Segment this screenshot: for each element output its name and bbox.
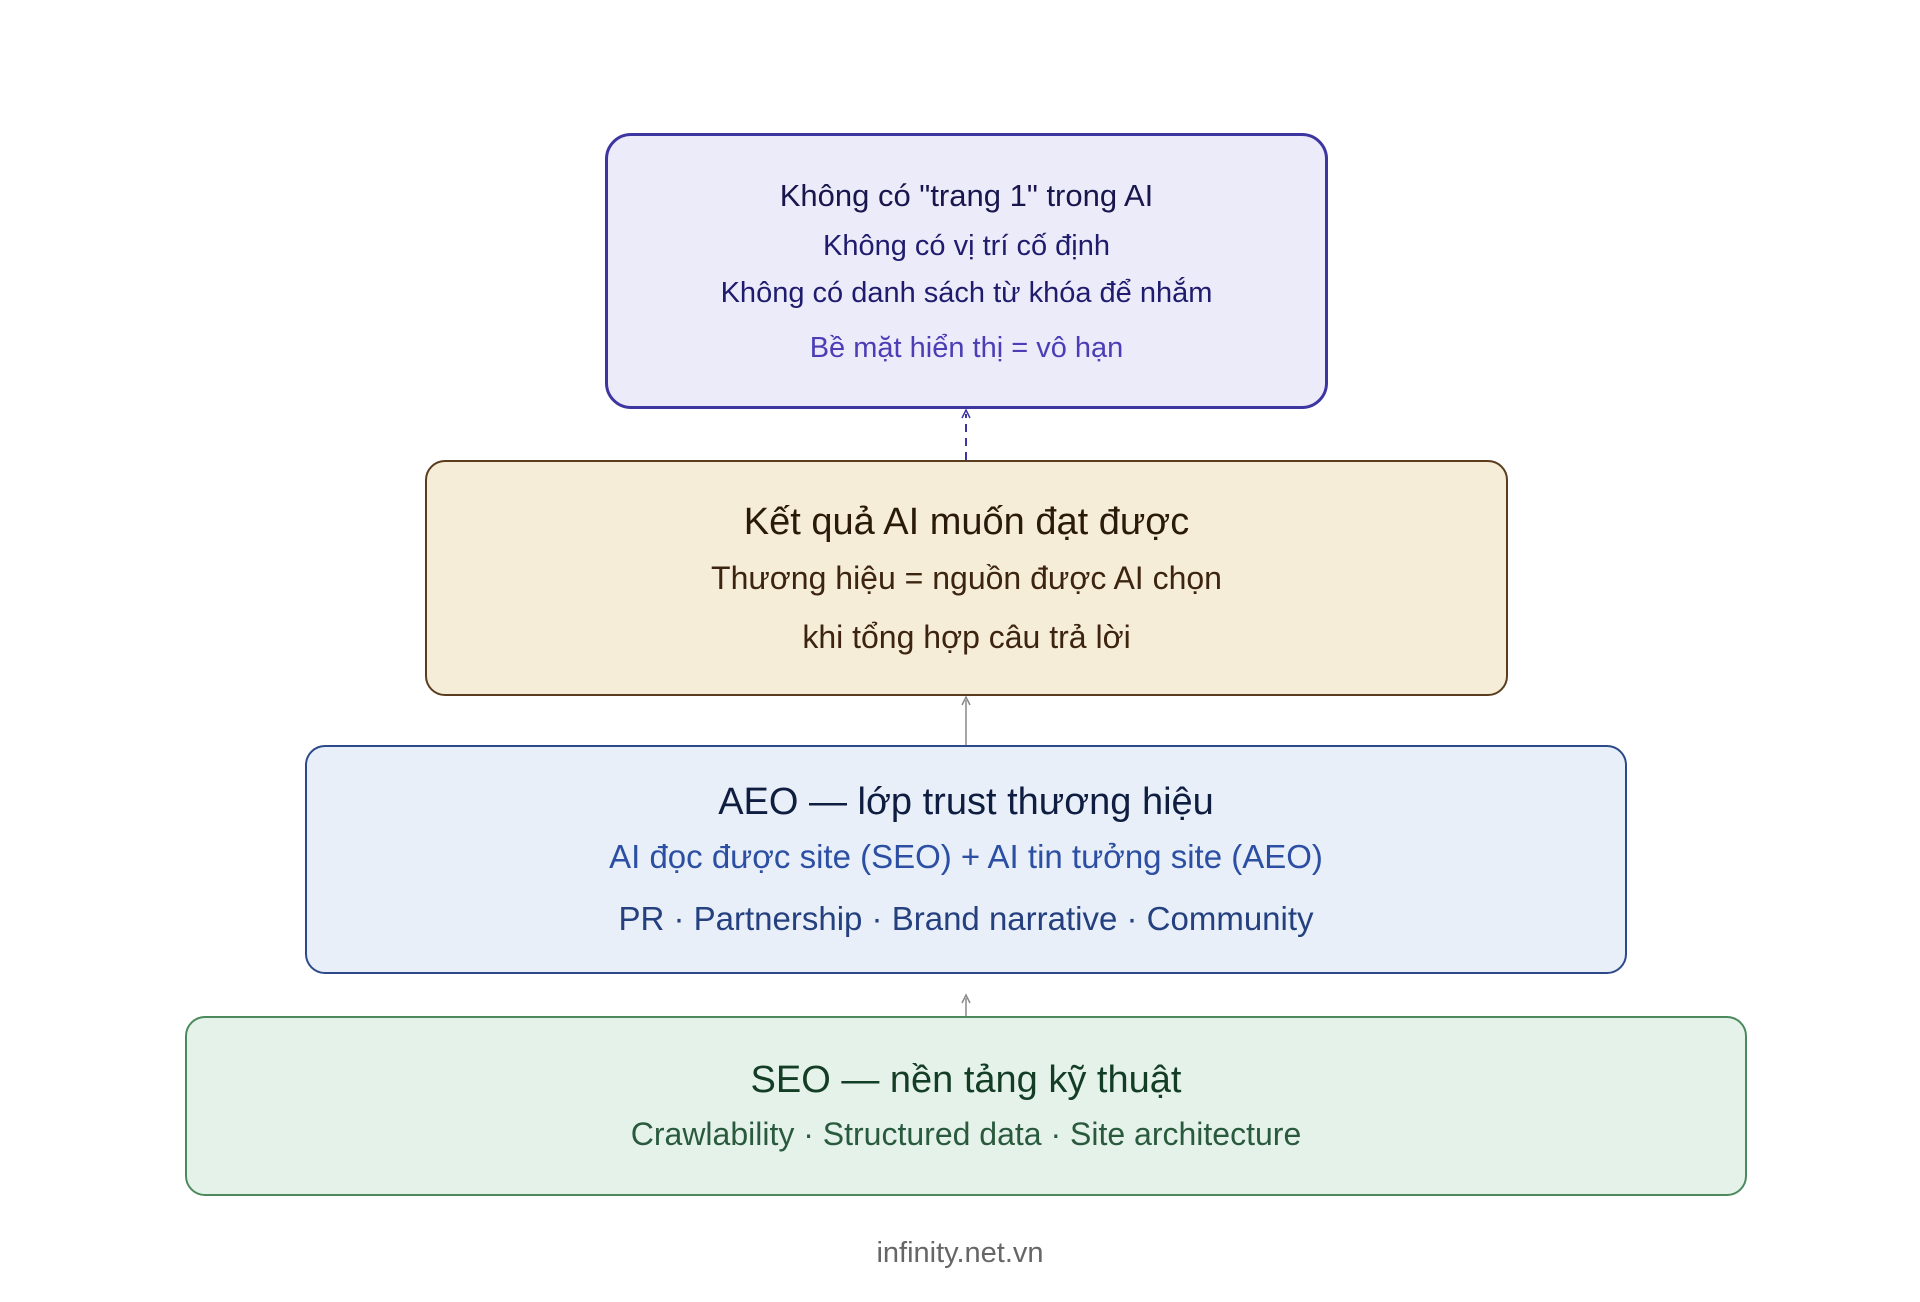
layer-top-title: Không có "trang 1" trong AI <box>779 177 1154 213</box>
layer-seo-line-1: Crawlability · Structured data · Site ar… <box>630 1116 1302 1152</box>
layer-aeo-title: AEO — lớp trust thương hiệu <box>718 781 1214 823</box>
arrow-seo-to-aeo-head <box>961 993 971 1004</box>
layer-aeo-line-1: AI đọc được site (SEO) + AI tin tưởng si… <box>609 838 1323 875</box>
layer-top-line-3: Bề mặt hiển thị = vô hạn <box>809 331 1124 364</box>
arrow-aeo-to-result <box>961 695 971 745</box>
layer-seo-title: SEO — nền tảng kỹ thuật <box>750 1059 1182 1101</box>
layer-top-line-1: Không có vị trí cố định <box>823 229 1110 262</box>
layer-box-aeo: AEO — lớp trust thương hiệu AI đọc được … <box>305 745 1627 974</box>
layer-aeo-line-2: PR · Partnership · Brand narrative · Com… <box>618 900 1314 937</box>
arrow-result-to-top <box>961 408 971 460</box>
layer-box-ai-result: Kết quả AI muốn đạt được Thương hiệu = n… <box>425 460 1508 696</box>
layer-result-line-2: khi tổng hợp câu trả lời <box>802 618 1131 655</box>
arrow-seo-to-aeo <box>961 993 971 1016</box>
layer-box-seo: SEO — nền tảng kỹ thuật Crawlability · S… <box>185 1016 1747 1196</box>
arrow-result-to-top-head <box>961 408 971 419</box>
layer-top-line-2: Không có danh sách từ khóa để nhắm <box>720 276 1213 309</box>
footer-site-credit: infinity.net.vn <box>876 1237 1044 1269</box>
arrow-aeo-to-result-head <box>961 695 971 706</box>
layer-result-title: Kết quả AI muốn đạt được <box>743 500 1190 543</box>
layer-result-line-1: Thương hiệu = nguồn được AI chọn <box>711 559 1222 596</box>
layer-box-no-page-one: Không có "trang 1" trong AI Không có vị … <box>605 133 1328 409</box>
